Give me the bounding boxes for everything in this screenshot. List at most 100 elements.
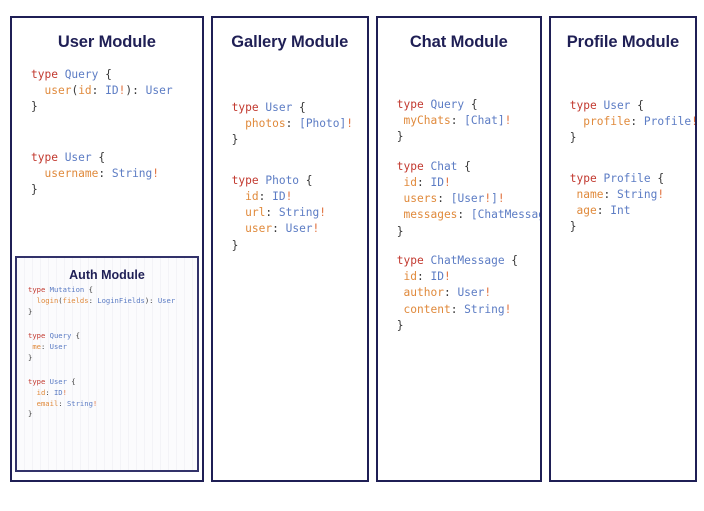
module-title-auth: Auth Module [69,268,145,282]
code-line: myChats: [Chat]! [397,113,540,129]
code-token-type: Photo [265,173,300,187]
code-token-bang: ! [319,206,327,220]
code-line: } [570,130,695,146]
code-line: id: ID! [232,189,367,205]
code-token-type: User [157,295,176,305]
code-token-punc: : [630,115,644,129]
code-line: messages: [ChatMessage]! [397,207,540,223]
module-title-profile: Profile Module [566,33,680,51]
code-token-type: [ [464,114,471,128]
code-token-type: [ [470,208,478,222]
code-token-type: Query [49,330,72,340]
code-token-type: Profile [603,171,651,185]
code-token-bang: ! [484,286,492,300]
code-token-punc [397,303,404,316]
code-token-type: Chat [470,114,498,128]
code-block-chat-message: type ChatMessage { id: ID! author: User!… [378,253,540,334]
code-line: } [397,224,540,240]
code-token-punc: { [464,98,478,111]
code-line: } [28,353,197,364]
code-token-kw: type [31,150,65,164]
code-token-type: ] [339,117,347,131]
code-line: id: ID! [28,388,197,399]
code-line: login(fields: LoginFields): User [28,296,197,307]
code-token-punc [232,117,245,130]
code-token-kw: type [569,99,604,112]
code-token-kw: type [28,376,50,386]
module-card-chat[interactable]: Chat Module type Query { myChats: [Chat]… [375,16,542,482]
code-token-kw: type [396,253,431,267]
code-line: id: ID! [397,269,540,285]
spacer [551,54,695,98]
code-token-field: content [403,302,451,316]
code-line: username: String! [31,166,202,182]
code-token-punc: : [417,270,431,284]
code-token-kw: type [31,68,65,81]
code-token-bang: ! [346,117,353,131]
code-token-punc [570,204,577,217]
code-block-auth-user: type User { id: ID! email: String!} [17,377,197,421]
code-token-punc: : [596,204,611,218]
code-token-field: author [403,286,444,300]
code-line: type Query { [397,97,540,113]
code-line: photos: [Photo]! [232,116,367,132]
code-token-field: messages [403,208,458,222]
code-token-punc [397,208,404,221]
code-line: age: Int [570,203,695,219]
code-line: email: String! [28,399,197,410]
code-token-punc: { [71,330,80,340]
code-token-type: User [457,286,485,300]
module-card-profile[interactable]: Profile Module type User { profile: Prof… [548,16,697,482]
code-token-punc [397,270,404,283]
module-title-user: User Module [57,33,156,51]
code-line: type ChatMessage { [397,253,540,269]
code-token-type: User [603,99,631,112]
module-card-user[interactable]: User Module type Query { user(id: ID!): … [10,16,204,482]
code-token-punc: : [450,302,465,316]
code-token-punc: ( [71,84,79,98]
code-block-auth-query: type Query { me: User} [17,331,197,364]
code-line: type User { [28,377,197,388]
code-token-bang: ! [691,115,695,128]
code-token-punc: { [630,99,644,112]
code-line: type Mutation { [28,285,197,296]
code-token-kw: type [28,330,50,340]
code-line: } [570,219,695,235]
code-token-punc: } [31,183,38,197]
code-token-type: Int [610,204,631,218]
code-block-chat-chat: type Chat { id: ID! users: [User!]! mess… [378,159,540,240]
code-token-punc [397,192,404,205]
code-token-punc [28,296,37,305]
code-token-punc: } [231,133,239,147]
code-token-kw: type [28,285,50,294]
code-line: type User { [232,100,367,116]
code-token-bang: ! [285,189,293,203]
code-token-field: username [44,166,99,180]
module-card-auth[interactable]: Auth Module type Mutation { login(fields… [15,256,199,472]
module-card-gallery[interactable]: Gallery Module type User { photos: [Phot… [210,16,369,482]
code-line: type Profile { [570,171,695,187]
code-token-punc: } [28,409,33,419]
code-token-punc [397,176,404,189]
code-token-punc: } [28,306,33,316]
code-token-type: Photo [305,117,340,131]
code-token-type: Query [64,68,99,81]
code-token-bang: ! [152,166,160,180]
code-token-field: photos [245,117,286,131]
code-token-punc: : [417,175,431,189]
code-token-type: Mutation [49,285,85,294]
code-token-punc: { [457,159,471,173]
code-line: } [28,307,197,318]
code-block-chat-query: type Query { myChats: [Chat]!} [378,97,540,146]
code-token-type: ID [272,189,286,203]
code-line: name: String! [570,187,695,203]
code-token-kw: type [231,101,266,114]
code-token-punc: : [98,166,112,180]
code-token-field: id [78,84,92,98]
code-block-profile-profile: type Profile { name: String! age: Int} [551,171,695,236]
code-token-type: [ [450,192,458,206]
code-token-punc: : [437,192,451,206]
code-token-kw: type [569,171,604,185]
code-token-punc [397,286,404,299]
code-token-type: ] [497,114,505,128]
